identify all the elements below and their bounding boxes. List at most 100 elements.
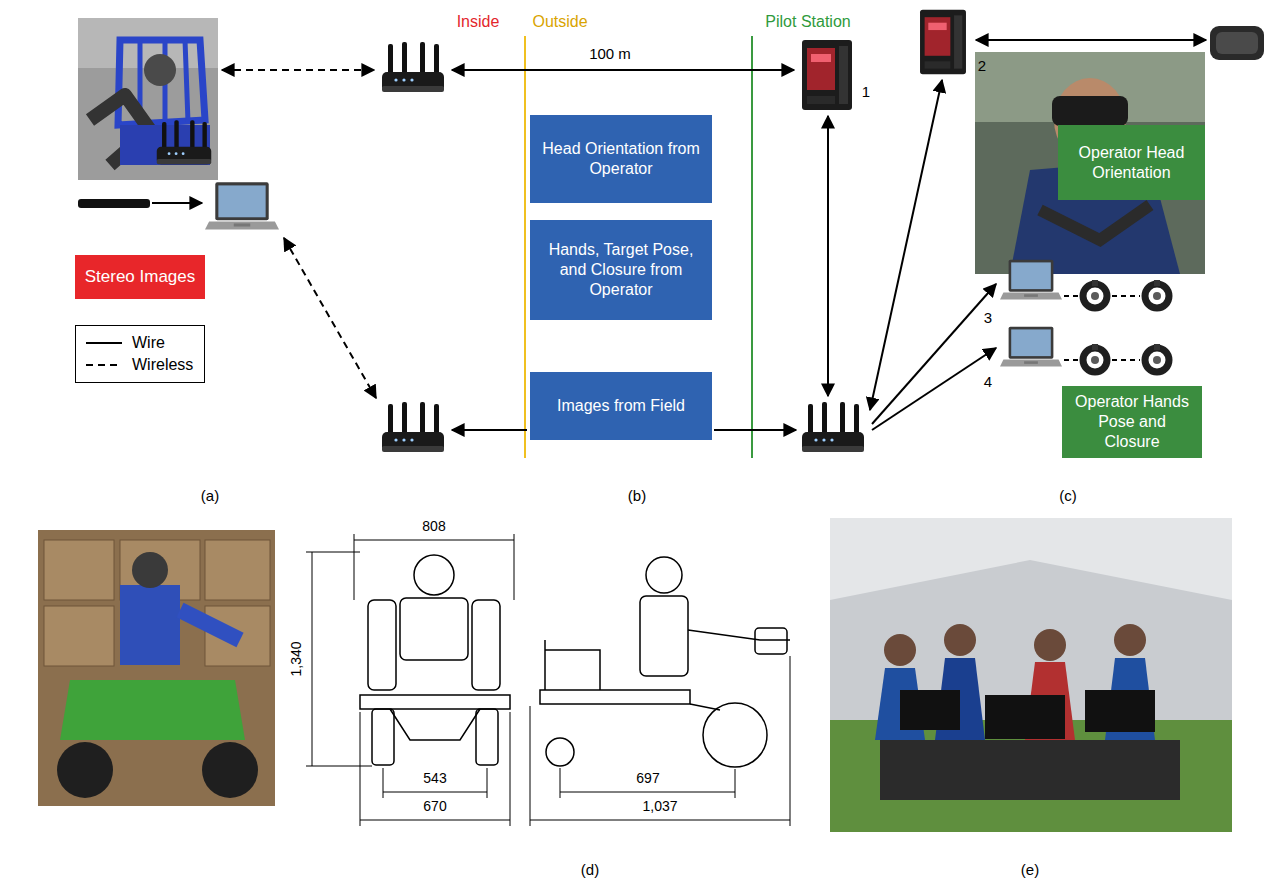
robot-drawing bbox=[688, 630, 790, 640]
box-text: Operator Head Orientation bbox=[1066, 143, 1197, 183]
dimension-line bbox=[360, 820, 510, 821]
dimension-line bbox=[487, 768, 488, 798]
robot-drawing bbox=[372, 709, 394, 765]
callout-number: 2 bbox=[978, 58, 986, 75]
laptop-icon bbox=[1000, 327, 1062, 367]
robot-photo bbox=[205, 540, 270, 600]
dimension-line bbox=[360, 712, 361, 826]
pilot-station-photo bbox=[944, 624, 976, 656]
callout-number: 3 bbox=[984, 310, 992, 327]
region-label: Pilot Station bbox=[765, 13, 850, 31]
legend-line bbox=[86, 342, 122, 344]
network-link bbox=[152, 202, 202, 204]
operator-input-box: Operator Hands Pose and Closure bbox=[1062, 386, 1202, 458]
robot-drawing bbox=[360, 555, 790, 767]
region-line bbox=[524, 36, 526, 458]
robot-photo bbox=[44, 540, 114, 600]
pilot-station-photo bbox=[830, 518, 1232, 600]
operator-photo bbox=[975, 52, 1205, 274]
robot-drawing bbox=[400, 598, 468, 660]
pilot-station-photo bbox=[1085, 690, 1155, 732]
callout-number: 4 bbox=[984, 374, 992, 391]
panel-label: (c) bbox=[1059, 488, 1077, 505]
box-text: Images from Field bbox=[557, 396, 685, 416]
controller-link bbox=[1064, 295, 1078, 297]
router-icon bbox=[382, 42, 444, 92]
vr-headset bbox=[1210, 26, 1264, 60]
pc-icon bbox=[920, 10, 966, 74]
network-link bbox=[452, 69, 794, 71]
dimension: 697 bbox=[636, 771, 659, 786]
box-text: Operator Hands Pose and Closure bbox=[1070, 392, 1194, 452]
dimension-line bbox=[312, 552, 313, 766]
box-text: Head Orientation from Operator bbox=[538, 139, 704, 179]
operator-input-box: Operator Head Orientation bbox=[1058, 125, 1205, 200]
dimension-line bbox=[306, 766, 372, 767]
vr-headset bbox=[1216, 32, 1258, 54]
legend-entry: Wire bbox=[84, 332, 196, 354]
pc-icon bbox=[802, 40, 852, 110]
robot-render bbox=[144, 54, 176, 86]
dimension-line bbox=[514, 534, 515, 600]
robot-render bbox=[78, 18, 218, 180]
robot-photo bbox=[44, 606, 114, 666]
dimension-line bbox=[383, 768, 384, 798]
legend-line bbox=[86, 364, 122, 366]
robot-drawing bbox=[646, 557, 682, 593]
robot-drawing bbox=[540, 690, 690, 704]
robot-photo bbox=[57, 742, 113, 798]
dimension: 808 bbox=[422, 519, 445, 534]
vr-headset bbox=[1210, 26, 1264, 60]
laptop-icon bbox=[1000, 260, 1062, 300]
network-link bbox=[452, 429, 527, 431]
operator-photo bbox=[1052, 96, 1128, 126]
network-link bbox=[827, 116, 829, 396]
robot-drawing bbox=[414, 555, 454, 595]
data-flow-box: Images from Field bbox=[530, 372, 712, 440]
legend-sample bbox=[84, 338, 124, 348]
panel-label: (e) bbox=[1021, 862, 1039, 879]
dimension-line bbox=[306, 552, 360, 553]
hand-controller bbox=[1083, 280, 1107, 308]
box-text: Hands, Target Pose, and Closure from Ope… bbox=[538, 240, 704, 300]
region-line bbox=[751, 36, 753, 458]
panel-label: (b) bbox=[628, 488, 646, 505]
operator-photo bbox=[975, 52, 1205, 274]
pilot-station-photo bbox=[900, 690, 960, 730]
router-icon bbox=[382, 402, 444, 452]
legend: WireWireless bbox=[75, 325, 205, 383]
robot-drawing bbox=[476, 709, 498, 765]
router-icon bbox=[157, 120, 211, 164]
robot-photo bbox=[202, 742, 258, 798]
dimension-line bbox=[306, 534, 790, 826]
dimension: 1,037 bbox=[642, 799, 677, 814]
box-text: Stereo Images bbox=[85, 266, 196, 287]
hand-controller bbox=[1145, 344, 1169, 372]
robot-photo bbox=[132, 552, 168, 588]
dimension: 670 bbox=[423, 799, 446, 814]
network-link bbox=[222, 69, 374, 71]
robot-drawing bbox=[755, 628, 787, 654]
dimension-line bbox=[354, 540, 514, 541]
pilot-station-photo bbox=[830, 518, 1232, 832]
dimension: 1,340 bbox=[289, 641, 304, 676]
robot-drawing bbox=[545, 640, 600, 690]
dimension-line bbox=[510, 712, 511, 826]
pilot-station-photo bbox=[880, 740, 1180, 800]
hand-controller bbox=[1083, 344, 1107, 372]
pilot-station-photo bbox=[1034, 629, 1066, 661]
hand-controller bbox=[1145, 280, 1169, 308]
robot-photo bbox=[180, 610, 240, 640]
robot-drawing bbox=[690, 704, 720, 710]
legend-text: Wire bbox=[132, 334, 165, 352]
operator-photo bbox=[1040, 205, 1150, 240]
legend-text: Wireless bbox=[132, 356, 193, 374]
region-label: Inside bbox=[457, 13, 500, 31]
robot-photo bbox=[120, 585, 180, 665]
dimension-line bbox=[383, 792, 487, 793]
callout-number: 1 bbox=[862, 84, 870, 101]
data-flow-box: Hands, Target Pose, and Closure from Ope… bbox=[530, 220, 712, 320]
network-link bbox=[872, 284, 996, 424]
laptop-icon bbox=[205, 182, 279, 229]
pilot-station-photo bbox=[830, 518, 1232, 832]
